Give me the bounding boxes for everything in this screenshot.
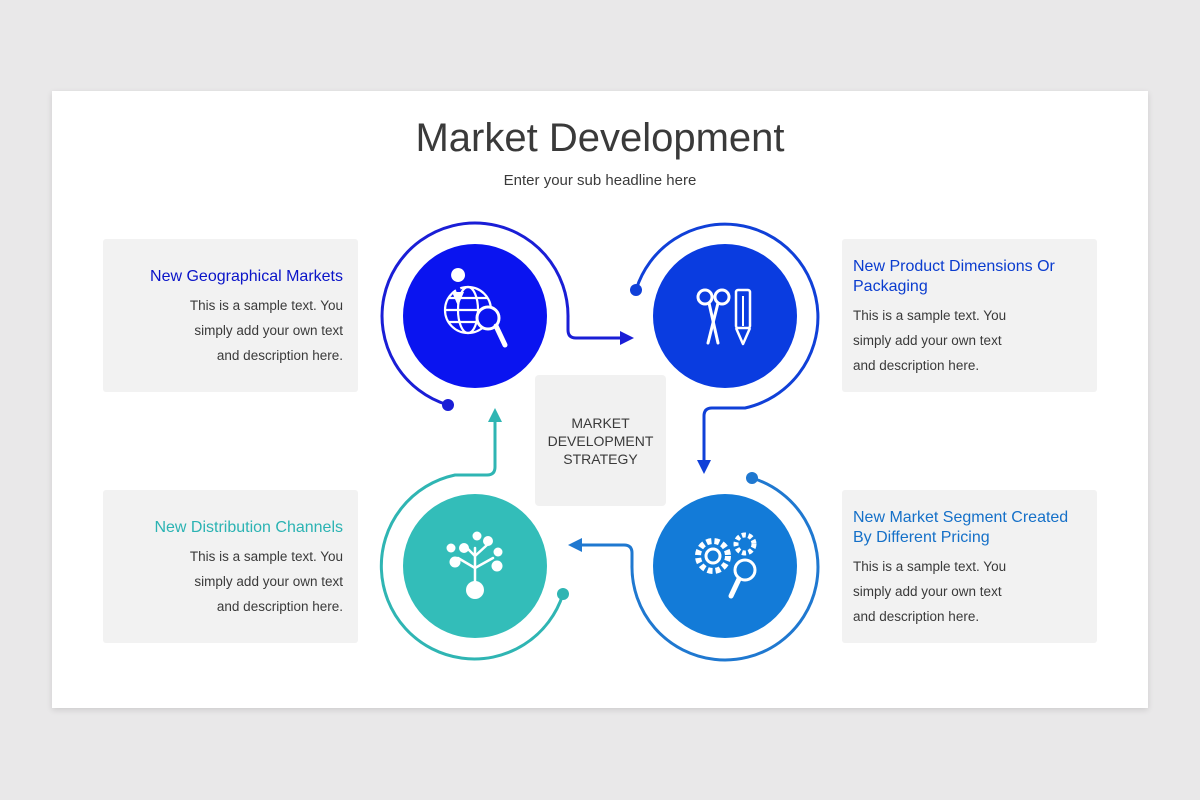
dot-geo <box>442 399 454 411</box>
card-body-line: This is a sample text. You <box>853 559 1007 574</box>
card-body-line: simply add your own text <box>853 333 1002 348</box>
center-strategy-box: MARKET DEVELOPMENT STRATEGY <box>535 375 666 506</box>
card-body-line: and description here. <box>853 609 980 624</box>
globe-search-icon <box>443 268 508 348</box>
card-body: This is a sample text. You simply add yo… <box>123 293 343 368</box>
page-subtitle: Enter your sub headline here <box>503 172 697 189</box>
card-product-dimensions: New Product Dimensions Or Packaging This… <box>842 239 1097 392</box>
arrow-distribution <box>488 408 502 422</box>
circle-product <box>653 244 797 388</box>
card-body-line: and description here. <box>216 348 343 363</box>
center-line-1: MARKET <box>571 414 630 431</box>
scissors-pencil-icon <box>696 288 752 346</box>
card-body-line: and description here. <box>216 599 343 614</box>
arrow-segment <box>568 538 582 552</box>
card-distribution-channels: New Distribution Channels This is a samp… <box>103 490 358 643</box>
card-geographical-markets: New Geographical Markets This is a sampl… <box>103 239 358 392</box>
card-body-line: This is a sample text. You <box>189 549 343 564</box>
money-tree-icon <box>446 531 503 599</box>
card-body-line: simply add your own text <box>194 323 343 338</box>
gears-search-icon <box>695 532 757 599</box>
center-line-2: DEVELOPMENT <box>547 432 654 449</box>
connector-segment <box>580 476 820 662</box>
card-body-line: This is a sample text. You <box>189 298 343 313</box>
card-body-line: This is a sample text. You <box>853 308 1007 323</box>
card-body: This is a sample text. You simply add yo… <box>853 554 1077 629</box>
card-body: This is a sample text. You simply add yo… <box>853 303 1077 378</box>
card-body-line: simply add your own text <box>194 574 343 589</box>
dot-segment <box>746 472 758 484</box>
circle-geo <box>403 244 547 388</box>
arrow-geo <box>620 331 634 345</box>
connector-geo <box>380 221 622 407</box>
card-body: This is a sample text. You simply add yo… <box>123 544 343 619</box>
dot-product <box>630 284 642 296</box>
page-title: Market Development <box>415 116 785 160</box>
card-body-line: simply add your own text <box>853 584 1002 599</box>
center-line-3: STRATEGY <box>563 450 638 467</box>
card-title: New Geographical Markets <box>150 268 343 285</box>
card-body-line: and description here. <box>853 358 980 373</box>
connector-distribution <box>379 420 565 661</box>
card-title: New Market Segment Created By Different … <box>853 509 1069 546</box>
card-market-segment: New Market Segment Created By Different … <box>842 490 1097 643</box>
card-title: New Product Dimensions Or Packaging <box>853 258 1055 295</box>
arrow-product <box>697 460 711 474</box>
card-title: New Distribution Channels <box>154 519 343 536</box>
dot-distribution <box>557 588 569 600</box>
connector-product <box>634 222 820 462</box>
